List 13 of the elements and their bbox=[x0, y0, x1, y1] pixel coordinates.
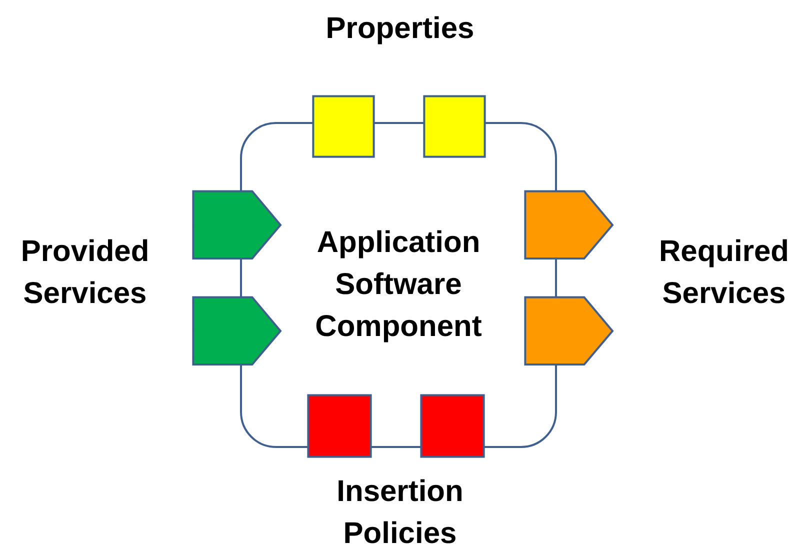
port-square bbox=[423, 95, 486, 158]
port-pentagon bbox=[524, 190, 614, 260]
port-group-label: Properties bbox=[324, 11, 476, 47]
port-square bbox=[312, 95, 375, 158]
port-pentagon bbox=[192, 296, 282, 366]
port-square bbox=[307, 394, 372, 458]
port-pentagon bbox=[524, 296, 614, 366]
port-pentagon bbox=[192, 190, 282, 260]
port-square bbox=[420, 394, 485, 458]
port-group-label: Provided Services bbox=[20, 234, 150, 312]
component-label: Application Software Component bbox=[314, 225, 483, 345]
port-group-label: Insertion Policies bbox=[336, 474, 464, 546]
port-group-label: Required Services bbox=[658, 234, 790, 312]
